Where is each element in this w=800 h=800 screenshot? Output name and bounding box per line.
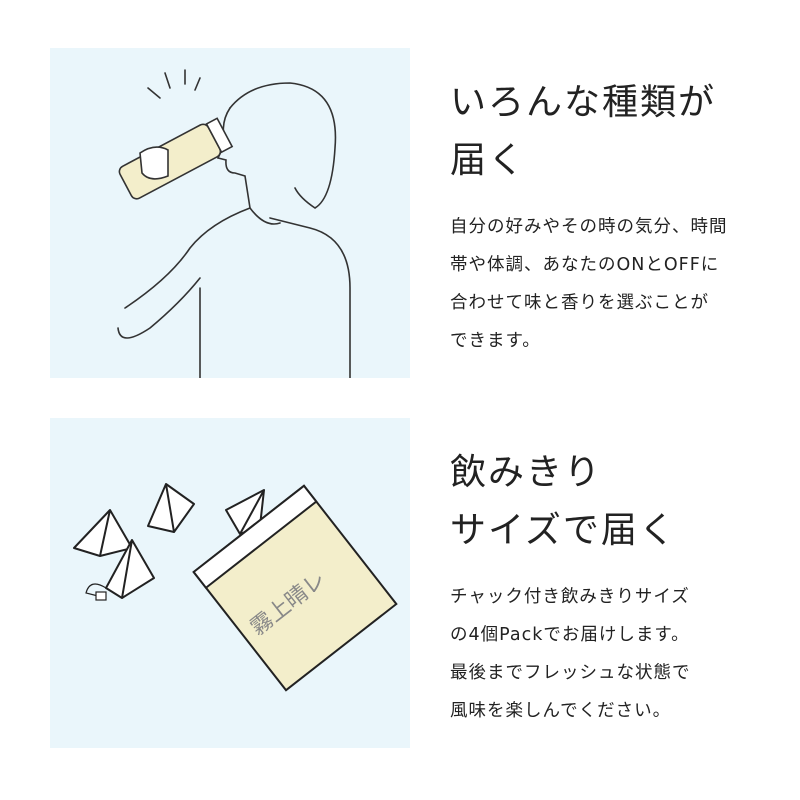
title-line: サイズで届く	[450, 510, 677, 551]
body-line: 帯や体調、あなたのONとOFFに	[450, 255, 720, 275]
title-line: 届く	[450, 140, 527, 181]
body-line: 合わせて味と香りを選ぶことが	[450, 293, 709, 313]
section-various-kinds: いろんな種類が 届く 自分の好みやその時の気分、時間 帯や体調、あなたのONとO…	[450, 74, 780, 360]
section-title: 飲みきり サイズで届く	[450, 444, 780, 560]
tea-bags-icon: 霧上晴レ	[73, 483, 398, 692]
title-line: 飲みきり	[450, 452, 603, 493]
section-single-serving: 飲みきり サイズで届く チャック付き飲みきりサイズ の4個Packでお届けします…	[450, 444, 780, 730]
body-line: できます。	[450, 331, 541, 351]
person-drinking-icon	[117, 69, 351, 378]
section-title: いろんな種類が 届く	[450, 74, 780, 190]
tea-package-illustration: 霧上晴レ	[50, 418, 410, 748]
body-line: 最後までフレッシュな状態で	[450, 663, 691, 683]
section-body: チャック付き飲みきりサイズ の4個Packでお届けします。 最後までフレッシュな…	[450, 578, 780, 730]
body-line: の4個Packでお届けします。	[450, 625, 690, 645]
drinking-person-illustration	[50, 48, 410, 378]
body-line: チャック付き飲みきりサイズ	[450, 587, 690, 607]
body-line: 風味を楽しんでください。	[450, 701, 672, 721]
title-line: いろんな種類が	[450, 82, 717, 123]
body-line: 自分の好みやその時の気分、時間	[450, 217, 728, 237]
section-body: 自分の好みやその時の気分、時間 帯や体調、あなたのONとOFFに 合わせて味と香…	[450, 208, 780, 360]
